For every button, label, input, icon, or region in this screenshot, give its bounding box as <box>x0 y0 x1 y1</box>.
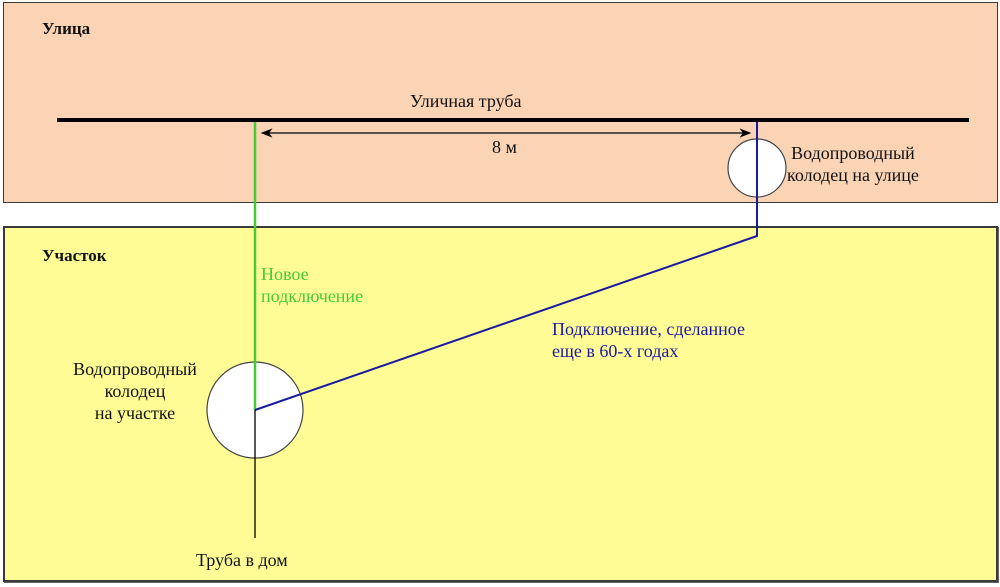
house-pipe-label: Труба в дом <box>196 550 288 570</box>
new-connection-label: Новое подключение <box>261 264 364 306</box>
street-pipe-label: Уличная труба <box>410 91 522 111</box>
street-zone-label: Улица <box>42 19 91 38</box>
plot-well-label: Водопроводный колодец на участке <box>73 359 197 423</box>
plot-zone-label: Участок <box>42 246 107 265</box>
plot-zone <box>3 226 998 582</box>
street-zone <box>3 2 998 203</box>
old-connection-line <box>254 122 758 411</box>
street-well-label: Водопроводный колодец на улице <box>787 143 919 185</box>
distance-label: 8 м <box>492 137 517 157</box>
old-connection-label: Подключение, сделанное еще в 60-х годах <box>552 319 746 361</box>
